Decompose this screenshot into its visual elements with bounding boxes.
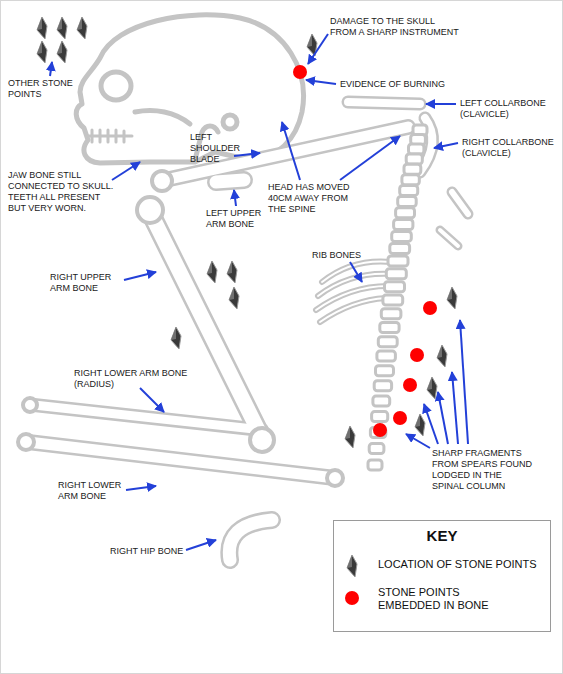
vertebra: [378, 337, 397, 347]
annotation-label: RIB BONES: [312, 250, 361, 261]
annotation-label: LEFT UPPER ARM BONE: [206, 208, 278, 230]
bones-outline: [28, 102, 468, 560]
legend-text: LOCATION OF STONE POINTS: [378, 558, 538, 571]
ear-hole: [223, 115, 237, 129]
embedded-points: [293, 65, 437, 437]
vertebra: [372, 412, 388, 422]
vertebra: [368, 460, 382, 470]
annotation-label: OTHER STONE POINTS: [8, 78, 78, 100]
vertebra: [388, 256, 408, 266]
annotation-label: JAW BONE STILL CONNECTED TO SKULL. TEETH…: [8, 170, 120, 214]
spine: [368, 125, 427, 470]
annotation-label: LEFT SHOULDER BLADE: [190, 132, 245, 165]
bone-knobs: [18, 171, 343, 486]
leader-arrows: [50, 34, 468, 550]
stone-points: [37, 17, 457, 448]
annotation-label: HEAD HAS MOVED 40CM AWAY FROM THE SPINE: [268, 182, 368, 215]
cheek-bone: [135, 111, 190, 125]
vertebra: [396, 208, 415, 218]
bones-core: [28, 102, 468, 560]
vertebra: [402, 175, 419, 185]
vertebra: [383, 295, 403, 305]
eye-socket: [101, 72, 131, 100]
annotation-label: RIGHT HIP BONE: [110, 546, 183, 557]
annotation-label: SHARP FRAGMENTS FROM SPEARS FOUND LODGED…: [432, 448, 536, 492]
vertebra: [380, 323, 399, 333]
vertebra: [385, 282, 405, 292]
legend-symbol: [344, 553, 360, 579]
vertebra: [374, 381, 391, 391]
vertebra: [404, 164, 421, 174]
vertebra: [377, 351, 396, 361]
annotation-label: RIGHT LOWER ARM BONE: [58, 480, 134, 502]
vertebra: [376, 366, 394, 376]
vertebra: [406, 154, 422, 164]
legend-text: STONE POINTS EMBEDDED IN BONE: [378, 586, 508, 612]
vertebra: [386, 269, 406, 279]
cranium: [76, 15, 303, 163]
vertebra: [381, 309, 401, 319]
annotation-label: DAMAGE TO THE SKULL FROM A SHARP INSTRUM…: [330, 16, 462, 38]
annotation-label: RIGHT LOWER ARM BONE (RADIUS): [74, 368, 206, 390]
vertebra: [373, 396, 390, 406]
teeth: [88, 130, 132, 142]
vertebra: [390, 244, 410, 254]
vertebra: [392, 231, 412, 241]
annotation-label: EVIDENCE OF BURNING: [340, 79, 445, 90]
vertebra: [398, 197, 417, 207]
annotation-label: RIGHT UPPER ARM BONE: [50, 272, 124, 294]
skull: [76, 15, 303, 163]
legend-swatch: [345, 591, 359, 605]
vertebra: [400, 185, 418, 195]
annotation-label: RIGHT COLLARBONE (CLAVICLE): [462, 137, 562, 159]
key-title: KEY: [334, 527, 550, 544]
annotation-label: LEFT COLLARBONE (CLAVICLE): [460, 98, 556, 120]
vertebra: [394, 220, 413, 230]
key-box: KEY: [333, 520, 551, 632]
vertebra: [369, 444, 384, 454]
